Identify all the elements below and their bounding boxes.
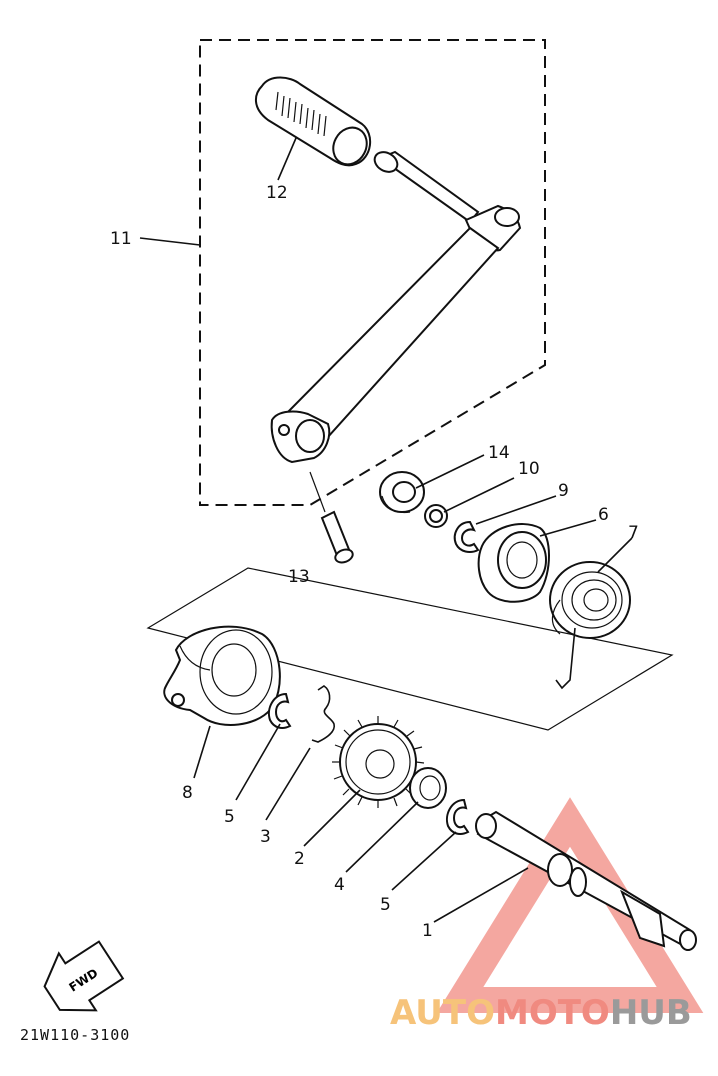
callout-1: 1	[422, 921, 433, 941]
watermark-auto: AUTO	[390, 993, 495, 1033]
callout-14: 14	[488, 443, 510, 463]
callout-10: 10	[518, 459, 540, 479]
clip-part-3	[311, 685, 336, 743]
bearing-part-14	[379, 471, 425, 514]
fwd-arrow-icon: FWD	[43, 940, 125, 1012]
assembly-box-11	[199, 39, 546, 506]
watermark-logo: AUTOMOTOHUB	[390, 993, 692, 1033]
bolt-part-13	[309, 471, 354, 564]
kick-axle-part-1	[475, 810, 697, 951]
spring-cover-part-6	[477, 523, 550, 603]
circlip-part-9	[453, 520, 480, 553]
callout-9: 9	[558, 481, 569, 501]
gear-part-2	[332, 716, 425, 808]
callout-5-upper: 5	[224, 807, 235, 827]
leader-lines	[139, 137, 633, 923]
watermark-wordmark: AUTOMOTOHUB	[390, 993, 692, 1033]
housing-part-8	[163, 625, 281, 726]
watermark-hub: HUB	[610, 993, 692, 1033]
callout-2: 2	[294, 849, 305, 869]
callout-5-lower: 5	[380, 895, 391, 915]
torsion-spring-part-7	[549, 561, 631, 690]
assembly-box-lower	[146, 567, 674, 731]
kick-crank-part-11	[270, 150, 522, 464]
callout-8: 8	[182, 783, 193, 803]
callout-11: 11	[110, 229, 132, 249]
washer-part-10	[424, 504, 448, 528]
callout-12: 12	[266, 183, 288, 203]
watermark-moto: MOTO	[495, 993, 610, 1033]
circlip-part-5-upper	[268, 692, 292, 729]
washer-part-4	[409, 767, 447, 809]
callout-6: 6	[598, 505, 609, 525]
callout-4: 4	[334, 875, 345, 895]
callout-3: 3	[260, 827, 271, 847]
circlip-part-5-lower	[446, 798, 470, 835]
drawing-code: 21W110-3100	[20, 1026, 130, 1044]
callout-7: 7	[628, 523, 639, 543]
callout-13: 13	[288, 567, 310, 587]
grip-part-12	[255, 76, 372, 167]
